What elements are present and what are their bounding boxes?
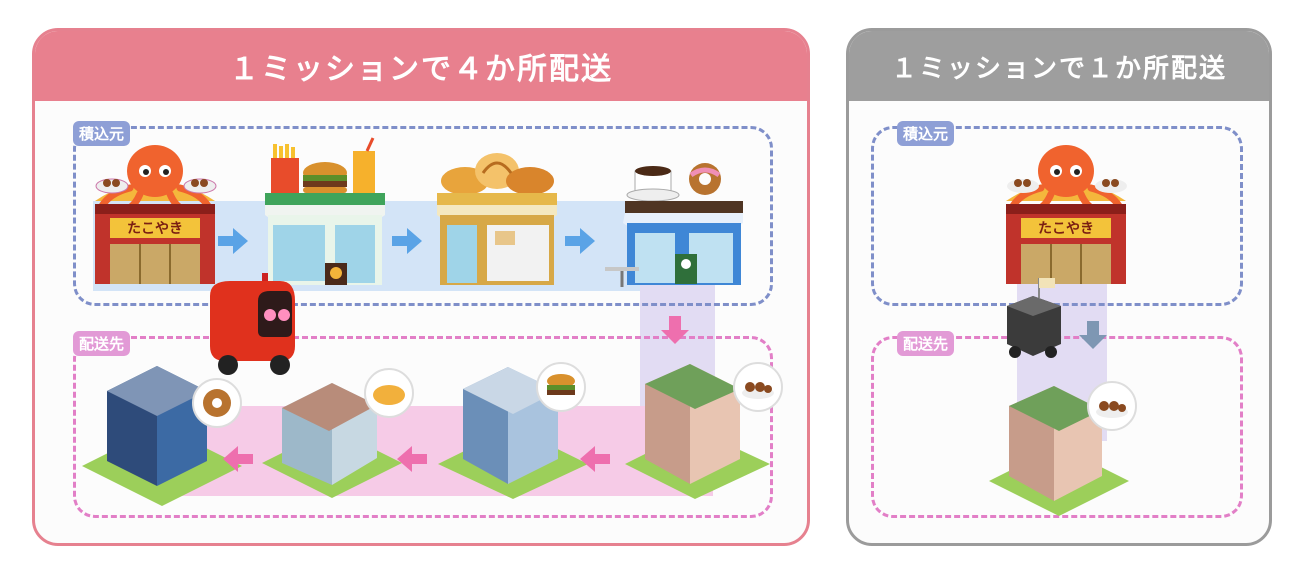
office-block-burger-icon <box>438 362 588 499</box>
delivery-zone <box>73 336 773 518</box>
load-zone-label: 積込元 <box>73 121 131 146</box>
load-zone-label: 積込元 <box>897 121 955 146</box>
right-arrow-icon <box>565 228 595 254</box>
single-delivery-panel: １ミッションで１か所配送 積込元 配送先 たこやき <box>846 28 1272 546</box>
takoyaki-sign: たこやき <box>127 221 183 237</box>
delivery-zone-label: 配送先 <box>897 331 955 356</box>
cafe-shop-icon <box>605 163 743 287</box>
left-arrow-icon <box>580 446 610 472</box>
hotel-takoyaki-icon <box>989 381 1137 516</box>
multi-delivery-title: １ミッションで４か所配送 <box>35 31 807 101</box>
office-tower-donut-icon <box>82 366 242 506</box>
load-zone <box>73 126 773 306</box>
takoyaki-shop-icon: たこやき <box>1006 145 1127 284</box>
right-arrow-icon <box>218 228 248 254</box>
delivery-zone-label: 配送先 <box>73 331 131 356</box>
load-zone <box>871 126 1243 306</box>
apartment-bread-icon <box>262 368 414 498</box>
down-arrow-icon <box>661 316 689 344</box>
single-delivery-title: １ミッションで１か所配送 <box>849 31 1269 101</box>
right-arrow-icon <box>392 228 422 254</box>
delivery-robot-red-icon <box>210 273 295 375</box>
hotel-takoyaki-icon <box>625 362 783 499</box>
burger-shop-icon <box>265 137 385 285</box>
delivery-route-band <box>155 406 713 496</box>
down-arrow-icon <box>1079 321 1107 349</box>
left-arrow-icon <box>397 446 427 472</box>
takoyaki-shop-icon: たこやき <box>95 145 217 284</box>
takoyaki-sign: たこやき <box>1038 221 1094 237</box>
delivery-robot-gray-icon <box>1007 278 1061 358</box>
bakery-shop-icon <box>437 153 557 285</box>
left-arrow-icon <box>223 446 253 472</box>
multi-delivery-panel: １ミッションで４か所配送 積込元 配送先 たこやき <box>32 28 810 546</box>
